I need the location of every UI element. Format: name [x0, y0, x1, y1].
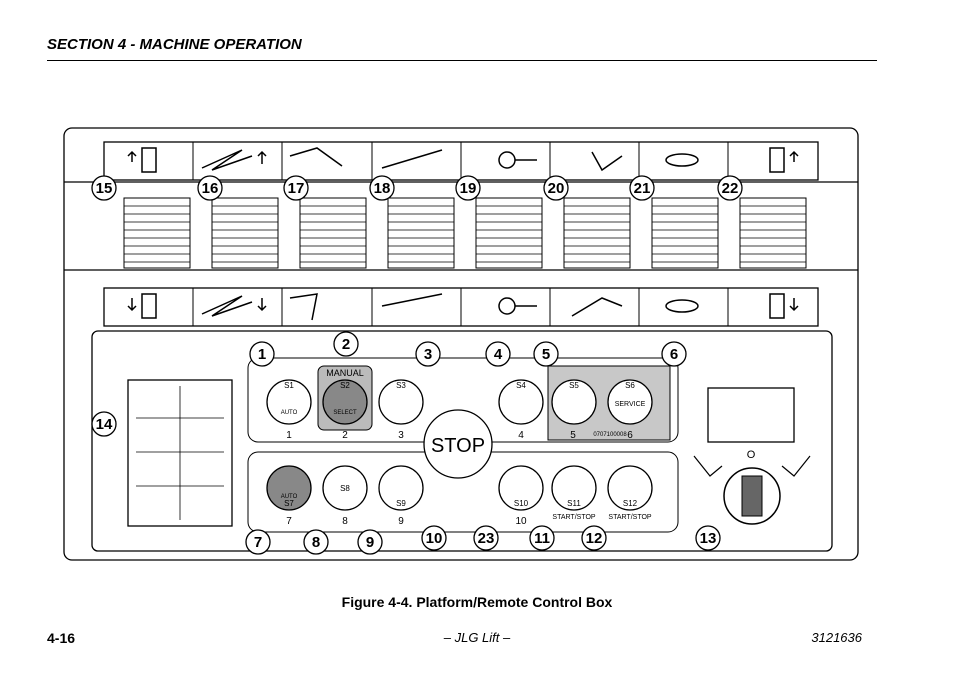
page-number: 4-16 [47, 630, 76, 646]
callout-3: 3 [424, 346, 432, 363]
callout-10: 10 [426, 530, 443, 547]
callout-14: 14 [96, 416, 113, 433]
s2-label: S2 [340, 381, 350, 390]
document-number: 3121636 [811, 630, 862, 645]
s4-label: S4 [516, 381, 526, 390]
switch-s7 [266, 465, 312, 511]
callout-15: 15 [96, 180, 113, 197]
panel-num-4: 4 [518, 430, 524, 441]
panel-num-8: 8 [342, 516, 348, 527]
switch-s8 [322, 465, 368, 511]
footer-center: – JLG Lift – [443, 630, 511, 645]
callout-4: 4 [494, 346, 503, 363]
switch-s5 [551, 379, 597, 425]
callout-22: 22 [722, 180, 739, 197]
control-18 [387, 197, 455, 269]
panel-num-5: 5 [570, 430, 576, 441]
figure-caption: Figure 4-4. Platform/Remote Control Box [341, 594, 613, 610]
panel-num-2: 2 [342, 430, 348, 441]
s6-sub: SERVICE [615, 401, 646, 408]
part-number: 0707100008 [593, 432, 627, 438]
stop-label: STOP [431, 435, 485, 457]
manual-label: MANUAL [326, 368, 364, 378]
callout-16: 16 [202, 180, 219, 197]
callout-13: 13 [700, 530, 717, 547]
s11-label: S11 [567, 499, 581, 508]
callout-1: 1 [258, 346, 266, 363]
control-22 [739, 197, 807, 269]
switch-s10 [498, 465, 544, 511]
callout-17: 17 [288, 180, 305, 197]
panel-num-9: 9 [398, 516, 404, 527]
callout-2: 2 [342, 336, 350, 353]
control-21 [651, 197, 719, 269]
control-20 [563, 197, 631, 269]
panel-num-3: 3 [398, 430, 404, 441]
panel-num-6: 6 [627, 430, 633, 441]
callout-8: 8 [312, 534, 320, 551]
key-o-label: O [747, 449, 756, 461]
switch-s11 [551, 465, 597, 511]
s6-label: S6 [625, 381, 635, 390]
callout-9: 9 [366, 534, 374, 551]
switch-s9 [378, 465, 424, 511]
switch-s2 [322, 379, 368, 425]
switch-s4 [498, 379, 544, 425]
control-19 [475, 197, 543, 269]
section-header: SECTION 4 - MACHINE OPERATION [47, 36, 302, 53]
panel-num-7: 7 [286, 516, 292, 527]
control-17 [299, 197, 367, 269]
callout-5: 5 [542, 346, 550, 363]
callout-11: 11 [534, 530, 550, 547]
switch-s1 [266, 379, 312, 425]
callout-23: 23 [478, 530, 495, 547]
control-16 [211, 197, 279, 269]
s2-sub: SELECT [333, 410, 357, 416]
s7-label: S7 [284, 499, 294, 508]
switch-s3 [378, 379, 424, 425]
stop-button [423, 409, 493, 479]
s10-label: S10 [514, 499, 529, 508]
s5-label: S5 [569, 381, 579, 390]
s3-label: S3 [396, 381, 406, 390]
switch-s6 [607, 379, 653, 425]
switch-s12 [607, 465, 653, 511]
s11-sub: START/STOP [552, 514, 596, 521]
callout-21: 21 [634, 180, 651, 197]
header-rule [47, 60, 877, 61]
control-15 [123, 197, 191, 269]
callout-20: 20 [548, 180, 565, 197]
callout-18: 18 [374, 180, 391, 197]
callout-7: 7 [254, 534, 262, 551]
right-display [707, 387, 795, 443]
panel-num-10: 10 [515, 516, 527, 527]
s1-sub: AUTO [281, 410, 298, 416]
callout-6: 6 [670, 346, 678, 363]
s12-sub: START/STOP [608, 514, 652, 521]
s12-label: S12 [623, 499, 638, 508]
key-switch-blade [741, 475, 763, 517]
s7-sub: AUTO [281, 494, 298, 500]
s8-label: S8 [340, 484, 350, 493]
callout-19: 19 [460, 180, 477, 197]
s9-label: S9 [396, 499, 406, 508]
control-box-figure: S1 AUTO S2 SELECT MANUAL S3 S4 S5 S6 SER… [63, 127, 859, 561]
callout-12: 12 [586, 530, 603, 547]
display-14 [127, 379, 233, 527]
s1-label: S1 [284, 381, 294, 390]
panel-num-1: 1 [286, 430, 292, 441]
